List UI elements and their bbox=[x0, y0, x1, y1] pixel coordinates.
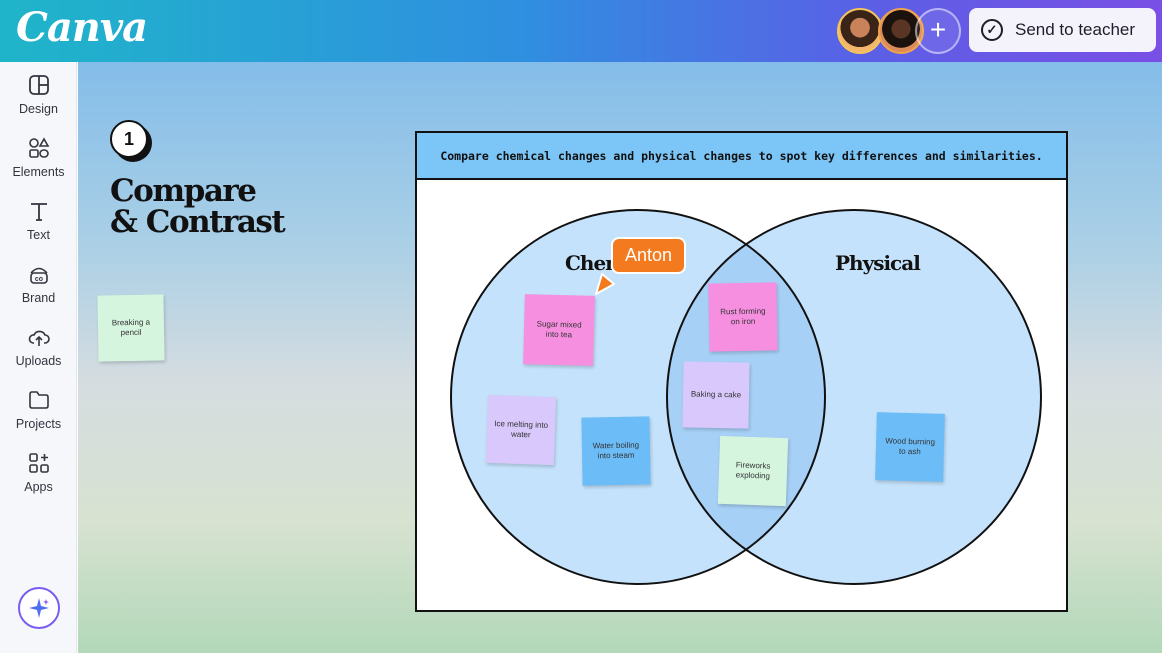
elements-icon bbox=[28, 137, 49, 158]
collaborator-avatar[interactable] bbox=[837, 8, 883, 54]
page-title[interactable]: Compare & Contrast bbox=[110, 176, 350, 238]
sidebar-item-elements[interactable]: Elements bbox=[0, 137, 77, 179]
left-circle-outline bbox=[450, 209, 826, 585]
brand-icon: co bbox=[29, 267, 48, 284]
send-to-teacher-label: Send to teacher bbox=[1015, 20, 1136, 39]
sidebar-item-label: Apps bbox=[24, 480, 53, 494]
sidebar-item-label: Elements bbox=[12, 165, 65, 179]
sidebar: Design Elements Text co Brand Uploads Pr… bbox=[0, 62, 77, 653]
check-circle-icon: ✓ bbox=[981, 19, 1003, 41]
svg-text:co: co bbox=[34, 276, 42, 283]
sidebar-item-brand[interactable]: co Brand bbox=[0, 263, 77, 305]
collaborator-cursor-icon bbox=[595, 273, 615, 295]
right-circle-outline bbox=[666, 209, 1042, 585]
magic-assistant-button[interactable] bbox=[18, 587, 60, 629]
sidebar-item-text[interactable]: Text bbox=[0, 200, 77, 242]
sticky-note-cake[interactable]: Baking a cake bbox=[682, 361, 750, 429]
sticky-note-rust[interactable]: Rust forming on iron bbox=[708, 282, 778, 352]
send-to-teacher-button[interactable]: ✓ Send to teacher bbox=[969, 8, 1156, 52]
title-line: Compare bbox=[110, 173, 257, 209]
board-prompt[interactable]: Compare chemical changes and physical ch… bbox=[417, 133, 1066, 180]
folder-icon bbox=[28, 391, 49, 409]
collaborator-cursor-label: Anton bbox=[611, 237, 687, 274]
title-line: & Contrast bbox=[110, 204, 286, 240]
text-icon bbox=[30, 203, 47, 221]
sidebar-item-label: Brand bbox=[21, 291, 56, 305]
sticky-note-ice[interactable]: Ice melting into water bbox=[485, 394, 557, 466]
sticky-note-sugar[interactable]: Sugar mixed into tea bbox=[523, 294, 595, 366]
canva-logo[interactable]: Canva bbox=[16, 4, 148, 51]
add-collaborator-button[interactable]: + bbox=[915, 8, 961, 54]
sidebar-item-label: Design bbox=[19, 102, 58, 116]
sidebar-item-label: Projects bbox=[15, 417, 62, 431]
sidebar-item-design[interactable]: Design bbox=[0, 74, 77, 116]
sidebar-item-projects[interactable]: Projects bbox=[0, 389, 77, 431]
sidebar-item-label: Uploads bbox=[15, 354, 62, 368]
sparkle-icon bbox=[29, 598, 49, 618]
top-bar: Canva + ✓ Send to teacher bbox=[0, 0, 1162, 62]
sticky-note-breaking-pencil[interactable]: Breaking a pencil bbox=[97, 294, 165, 362]
sticky-note-fireworks[interactable]: Fireworks exploding bbox=[717, 435, 789, 507]
apps-icon bbox=[28, 453, 49, 473]
sticky-note-water-boiling[interactable]: Water boiling into steam bbox=[581, 416, 651, 486]
physical-title[interactable]: Physical bbox=[835, 251, 921, 275]
sidebar-item-label: Text bbox=[27, 228, 50, 242]
step-number-badge: 1 bbox=[110, 120, 148, 158]
uploads-icon bbox=[28, 330, 50, 346]
design-icon bbox=[28, 75, 49, 95]
sticky-note-wood[interactable]: Wood burning to ash bbox=[875, 412, 945, 482]
sidebar-item-uploads[interactable]: Uploads bbox=[0, 326, 77, 368]
sidebar-item-apps[interactable]: Apps bbox=[0, 452, 77, 494]
